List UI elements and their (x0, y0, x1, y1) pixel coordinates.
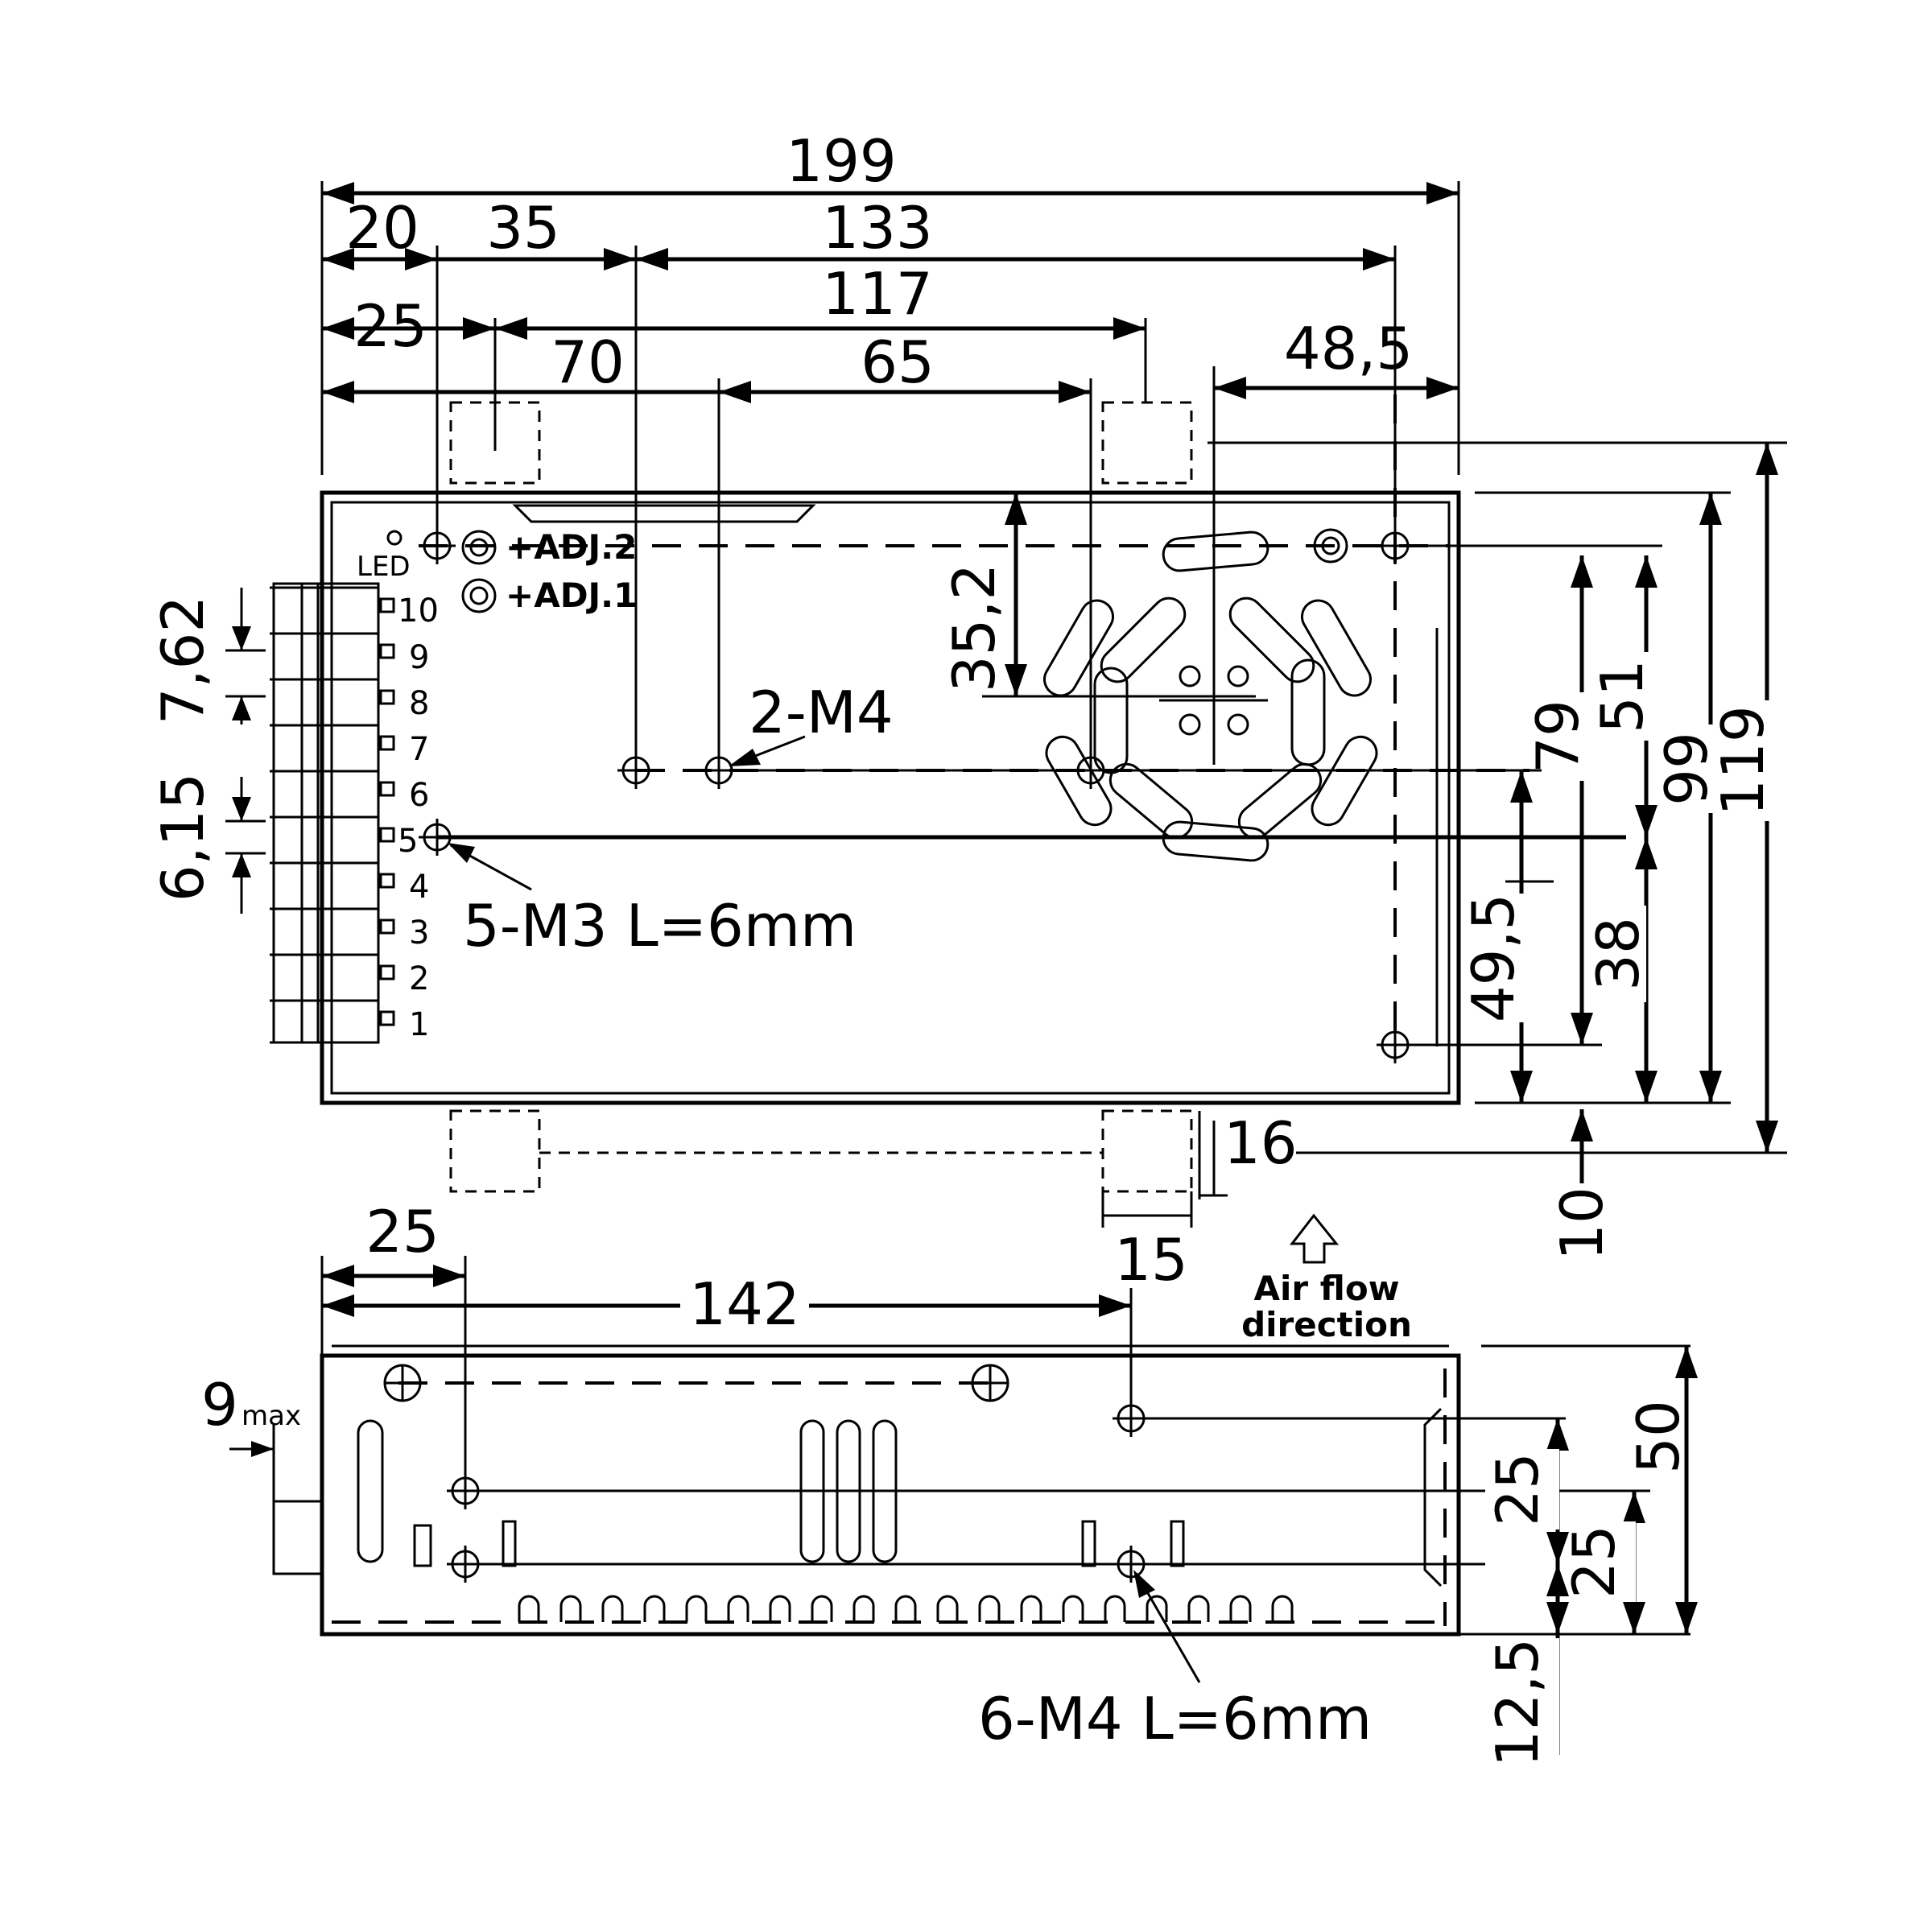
dim-9-max: 9 max (201, 1371, 301, 1501)
dim-9-max-label: max (242, 1400, 301, 1432)
pin-label-5: 5 (398, 823, 418, 860)
bracket-tab-top-right (1101, 401, 1193, 485)
callout-6-m4: 6-M4 L=6mm (978, 1570, 1372, 1752)
extension-lines-top (320, 181, 1460, 1228)
callout-5-m3: 5-M3 L=6mm (448, 843, 857, 960)
dim-51: 51 (1588, 555, 1658, 837)
side-terminal-connector (272, 1500, 324, 1575)
dim-20-label: 20 (345, 194, 419, 262)
top-view-inner-outline (330, 501, 1451, 1095)
adj2-pot (461, 530, 497, 565)
led-label: LED (357, 551, 411, 583)
dim-35-2-label: 35,2 (940, 564, 1008, 692)
dim-119: 119 (1709, 443, 1787, 1153)
dim-70-label: 70 (551, 328, 625, 396)
bracket-tab-bottom-left (449, 1109, 541, 1193)
dim-38-label: 38 (1584, 917, 1652, 991)
dim-199-label: 199 (786, 127, 896, 195)
pin-label-10: 10 (398, 592, 439, 630)
dim-133-label: 133 (822, 194, 932, 262)
dim-142-label: 142 (689, 1270, 799, 1338)
callout-2-m4: 2-M4 (729, 679, 894, 766)
side-view-outline (320, 1353, 1461, 1637)
dim-10: 10 (1548, 1109, 1616, 1261)
dim-79: 79 (1524, 555, 1593, 1045)
airflow-arrow-icon: Air flow direction (1241, 1213, 1412, 1344)
pin-label-9: 9 (409, 639, 429, 676)
dim-20-35-133: 20 35 133 (322, 194, 1395, 270)
dim-99-label: 99 (1653, 732, 1720, 806)
led-indicator (386, 530, 402, 546)
pin-label-2: 2 (409, 960, 429, 997)
callout-6-m4-label: 6-M4 L=6mm (978, 1685, 1372, 1752)
dim-15-label: 15 (1114, 1226, 1188, 1294)
dim-99: 99 (1653, 493, 1727, 1103)
dim-79-label: 79 (1524, 700, 1591, 774)
top-slot (512, 504, 816, 523)
top-view: 10 9 8 7 6 5 4 3 2 1 LED +ADJ.2 +ADJ.1 (149, 127, 1787, 1344)
dim-12-5: 12,5 (1484, 1564, 1569, 1767)
dim-65-label: 65 (861, 328, 935, 396)
dim-50-label: 50 (1624, 1400, 1692, 1474)
dim-35-2: 35,2 (940, 493, 1027, 696)
top-view-outline (320, 490, 1461, 1105)
airflow-label-1: Air flow (1253, 1269, 1399, 1308)
dim-16: 16 (1199, 1109, 1298, 1197)
dim-25-lower: 25 (1560, 1491, 1645, 1634)
dim-119-label: 119 (1709, 705, 1777, 815)
callout-2-m4-label: 2-M4 (749, 679, 894, 746)
dim-38: 38 (1584, 837, 1657, 1103)
dim-35-label: 35 (486, 194, 560, 262)
bracket-tab-bottom-right (1101, 1109, 1193, 1193)
dim-15: 15 (1103, 1214, 1191, 1294)
dim-117-label: 117 (822, 260, 932, 328)
side-vents-bottom (518, 1595, 1294, 1622)
callout-5-m3-label: 5-M3 L=6mm (463, 892, 857, 960)
dim-7-62-label: 7,62 (149, 596, 217, 724)
terminal-block: 10 9 8 7 6 5 4 3 2 1 (270, 582, 439, 1044)
hole-screw-fan (1313, 528, 1348, 564)
dim-16-label: 16 (1224, 1109, 1298, 1177)
dim-12-5-label: 12,5 (1484, 1638, 1551, 1767)
dim-49-5-label: 49,5 (1459, 894, 1527, 1022)
dim-199: 199 (322, 127, 1459, 204)
dim-142: 142 (322, 1270, 1131, 1338)
dim-48-5: 48,5 (1214, 315, 1459, 399)
pin-label-6: 6 (409, 777, 429, 814)
dim-6-15-label: 6,15 (149, 773, 217, 902)
adj1-label: +ADJ.1 (506, 576, 637, 615)
dim-6-15: 6,15 (149, 773, 266, 914)
dim-25-side-label: 25 (365, 1198, 440, 1265)
dim-51-label: 51 (1588, 659, 1656, 733)
pin-label-3: 3 (409, 914, 429, 952)
pin-label-4: 4 (409, 869, 429, 906)
side-view: 25 142 9 max 50 25 (201, 1198, 1698, 1767)
side-screw-left (383, 1364, 422, 1402)
adj2-label: +ADJ.2 (506, 527, 637, 567)
adj1-pot (461, 578, 497, 613)
dim-7-62: 7,62 (149, 588, 266, 724)
pin-label-7: 7 (409, 731, 429, 768)
dim-9-label: 9 (201, 1371, 238, 1439)
pin-label-8: 8 (409, 685, 429, 722)
dim-25-a-label: 25 (1484, 1452, 1551, 1526)
side-screw-right (971, 1364, 1009, 1402)
pin-label-1: 1 (409, 1006, 429, 1043)
dim-25-side: 25 (322, 1198, 465, 1287)
dim-70-65: 70 65 (322, 328, 1091, 403)
side-slot-left (357, 1419, 384, 1563)
dim-10-label: 10 (1548, 1187, 1616, 1261)
dim-25-b-label: 25 (1560, 1525, 1628, 1599)
airflow-label-2: direction (1241, 1305, 1412, 1344)
dim-25-top-label: 25 (353, 292, 427, 360)
dim-49-5: 49,5 (1459, 770, 1554, 1103)
dim-25-117: 25 117 (322, 260, 1146, 360)
dim-50: 50 (1624, 1346, 1698, 1634)
terminal-block-body (272, 582, 380, 1044)
dim-25-upper: 25 (1484, 1418, 1569, 1564)
dim-48-5-label: 48,5 (1284, 315, 1413, 382)
